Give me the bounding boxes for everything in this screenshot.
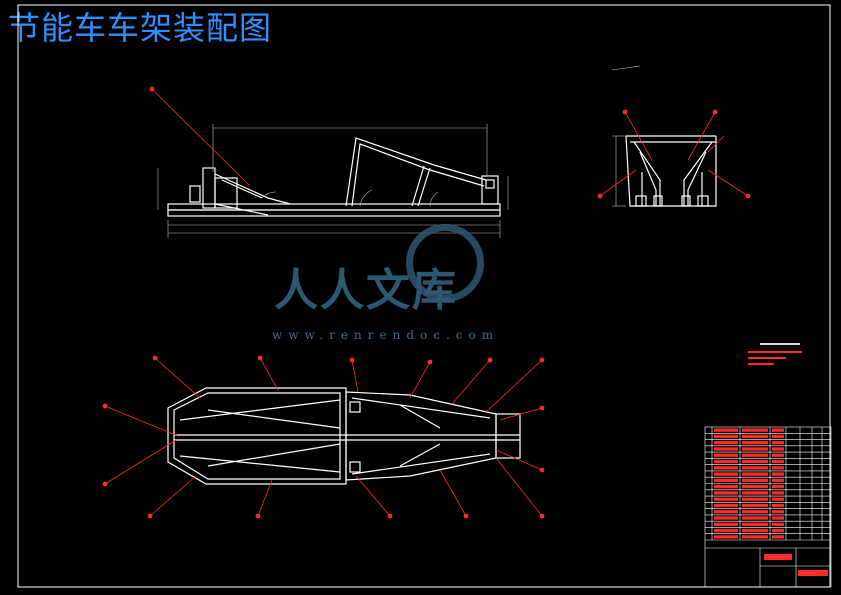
parts-list-cell-mark — [772, 466, 784, 470]
drawing-title: 节能车车架装配图 — [8, 9, 273, 47]
parts-list-cell-mark — [772, 447, 784, 451]
section-view-dimensions — [611, 65, 641, 207]
parts-list-cell-mark — [772, 522, 784, 526]
parts-list-cell-mark — [742, 503, 768, 508]
parts-list-cell-mark — [742, 447, 768, 451]
side-view — [167, 137, 501, 217]
parts-list-cell-mark — [742, 516, 768, 520]
technical-requirements — [748, 343, 802, 365]
parts-list-cell-mark — [714, 459, 738, 464]
title-block-marks — [764, 554, 828, 576]
watermark-url: www.renrendoc.com — [272, 328, 500, 342]
section-view — [625, 135, 717, 207]
parts-list-cell-mark — [772, 497, 784, 501]
parts-list-cell-mark — [714, 491, 738, 495]
parts-list-cell-mark — [742, 528, 768, 533]
parts-list-cell-mark — [714, 528, 738, 533]
parts-list-cell-mark — [742, 441, 768, 445]
parts-list-cell-mark — [714, 447, 738, 451]
parts-list-cell-mark — [772, 478, 784, 482]
parts-list-cell-mark — [714, 434, 738, 439]
parts-list-cell-mark — [714, 466, 738, 470]
parts-list-cell-mark — [742, 453, 768, 457]
parts-list-cell-mark — [742, 535, 768, 539]
parts-list-cell-mark — [772, 434, 784, 439]
parts-list-cell-mark — [772, 453, 784, 457]
parts-list-cell-mark — [742, 485, 768, 489]
parts-list-cell-mark — [772, 516, 784, 520]
parts-list-cell-mark — [772, 528, 784, 533]
parts-list-cell-mark — [742, 472, 768, 476]
parts-list-cell-mark — [714, 535, 738, 539]
parts-list-cell-mark — [742, 478, 768, 482]
parts-list-cell-mark — [742, 522, 768, 526]
parts-list-cell-mark — [714, 485, 738, 489]
parts-list-cell-mark — [772, 491, 784, 495]
parts-list-cell-mark — [742, 510, 768, 514]
top-view — [167, 387, 521, 485]
top-view-balloons — [102, 355, 545, 519]
parts-list-cell-mark — [772, 503, 784, 508]
parts-list-cell-mark — [742, 428, 768, 432]
parts-list-cell-mark — [772, 485, 784, 489]
side-view-dimensions — [157, 124, 509, 238]
drawing-border — [17, 4, 831, 588]
parts-list — [704, 426, 832, 588]
watermark: 人人文库 www.renrendoc.com — [266, 224, 566, 342]
parts-list-cell-mark — [714, 497, 738, 501]
parts-list-cell-mark — [742, 497, 768, 501]
parts-list-cell-mark — [772, 510, 784, 514]
parts-list-cell-mark — [772, 428, 784, 432]
parts-list-cell-mark — [714, 453, 738, 457]
parts-list-cell-mark — [742, 466, 768, 470]
parts-list-cell-mark — [742, 491, 768, 495]
side-view-balloons — [149, 86, 251, 187]
parts-list-cell-mark — [772, 535, 784, 539]
section-view-balloons — [597, 109, 751, 199]
parts-list-cell-mark — [772, 441, 784, 445]
parts-list-cell-mark — [714, 478, 738, 482]
parts-list-cell-mark — [714, 510, 738, 514]
parts-list-cell-mark — [714, 441, 738, 445]
parts-list-cell-mark — [714, 516, 738, 520]
parts-list-cell-mark — [772, 472, 784, 476]
parts-list-cell-mark — [714, 503, 738, 508]
parts-list-cell-mark — [742, 434, 768, 439]
parts-list-cell-mark — [714, 522, 738, 526]
watermark-brand: 人人文库 — [274, 265, 458, 316]
parts-list-cell-mark — [772, 459, 784, 464]
parts-list-entries — [714, 428, 784, 539]
parts-list-cell-mark — [742, 459, 768, 464]
parts-list-cell-mark — [714, 428, 738, 432]
watermark-logo-icon — [406, 224, 484, 302]
parts-list-cell-mark — [714, 472, 738, 476]
